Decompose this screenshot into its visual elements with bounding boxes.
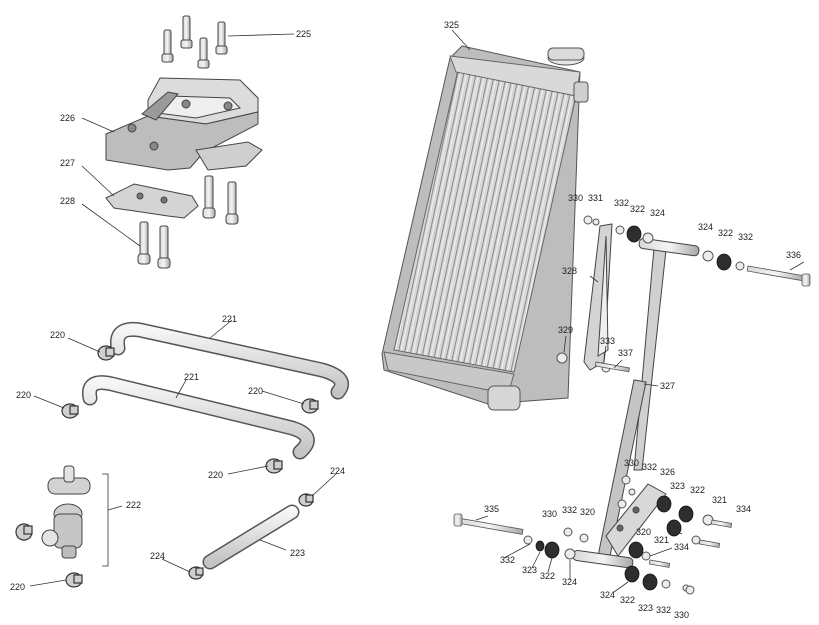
label-227: 227 [60,158,75,168]
label-328: 328 [562,266,577,276]
label-331: 331 [588,193,603,203]
leader-lines [29,29,805,593]
label-320-a: 320 [580,507,595,517]
label-322-c: 322 [690,485,705,495]
label-224-b: 224 [150,551,165,561]
label-330-d: 330 [674,610,689,620]
spacer-tube-upper [638,238,700,257]
label-323-a: 323 [670,481,685,491]
label-322-d: 322 [540,571,555,581]
label-332-c: 332 [642,462,657,472]
label-327: 327 [660,381,675,391]
label-322-a: 322 [630,204,645,214]
label-332-e: 332 [500,555,515,565]
bracket-bolts-225 [161,15,228,69]
label-330-b: 330 [624,458,639,468]
link-plate-326 [605,483,667,557]
label-222: 222 [126,500,141,510]
label-320-b: 320 [636,527,651,537]
label-324-a: 324 [650,208,665,218]
label-332-d: 332 [562,505,577,515]
label-225: 225 [296,29,311,39]
label-330-a: 330 [568,193,583,203]
hose-clamps-220 [15,345,319,588]
label-332-f: 332 [656,605,671,615]
bushings-rubber [535,225,732,591]
label-223: 223 [290,548,305,558]
label-326: 326 [660,467,675,477]
label-324-c: 324 [562,577,577,587]
mounting-bracket-226 [105,77,263,171]
label-220-e: 220 [10,582,25,592]
label-322-b: 322 [718,228,733,238]
label-332-b: 332 [738,232,753,242]
bracket-plate-227 [105,183,199,219]
label-323-c: 323 [638,603,653,613]
long-bolt-336 [746,265,811,287]
link-arm-327 [597,247,667,557]
long-bolt-335 [453,513,524,535]
label-337: 337 [618,348,633,358]
label-330-c: 330 [542,509,557,519]
label-324-d: 324 [600,590,615,600]
bracket-bolts-228 [137,175,239,269]
label-336: 336 [786,250,801,260]
label-220-c: 220 [248,386,263,396]
label-334-a: 334 [736,504,751,514]
label-321-b: 321 [654,535,669,545]
coolant-hose-221-upper [110,321,349,400]
label-220-d: 220 [208,470,223,480]
washers-and-nuts [523,215,745,595]
label-333: 333 [600,336,615,346]
part-labels: 225 226 227 228 221 221 220 220 220 220 … [10,20,801,620]
label-332-a: 332 [614,198,629,208]
label-325: 325 [444,20,459,30]
radiator-325 [381,45,589,411]
label-334-b: 334 [674,542,689,552]
label-321-a: 321 [712,495,727,505]
label-323-b: 323 [522,565,537,575]
small-bolts [594,361,733,568]
label-220-a: 220 [50,330,65,340]
label-221-lower: 221 [184,372,199,382]
coolant-hose-221-lower [82,375,315,460]
hose-clamps-224 [188,493,314,580]
link-arm-328 [583,223,613,371]
label-324-b: 324 [698,222,713,232]
label-224-a: 224 [330,466,345,476]
label-226: 226 [60,113,75,123]
thermostat-valve-222 [41,465,91,559]
label-329: 329 [558,325,573,335]
label-335: 335 [484,504,499,514]
label-228: 228 [60,196,75,206]
label-221-upper: 221 [222,314,237,324]
label-220-b: 220 [16,390,31,400]
coolant-hose-223 [202,504,300,570]
label-322-e: 322 [620,595,635,605]
bracket-line-222 [102,473,109,567]
